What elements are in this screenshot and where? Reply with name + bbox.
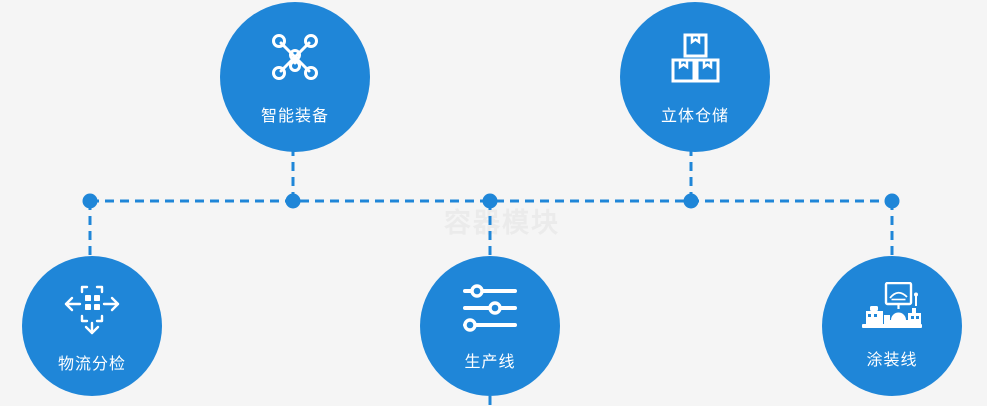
- node-stereoscopic-storage[interactable]: 立体仓储: [620, 2, 770, 152]
- junction-smart[interactable]: [284, 192, 302, 210]
- junction-right[interactable]: [883, 192, 901, 210]
- sliders-icon: [461, 282, 519, 339]
- network-nodes-icon: [267, 30, 323, 91]
- node-production-line[interactable]: 生产线: [420, 256, 560, 396]
- node-smart-equipment[interactable]: 智能装备: [220, 2, 370, 152]
- junction-dot-left: [82, 193, 98, 209]
- junction-dot-right: [884, 193, 900, 209]
- node-label: 物流分检: [57, 356, 126, 373]
- node-label: 立体仓储: [660, 108, 729, 125]
- node-label: 涂装线: [866, 352, 918, 369]
- paint-factory-icon: [860, 281, 924, 337]
- node-coating-line[interactable]: 涂装线: [822, 256, 962, 396]
- node-label: 生产线: [464, 354, 516, 371]
- node-logistics-sorting[interactable]: 物流分检: [22, 256, 162, 396]
- junction-dot-smart: [285, 193, 301, 209]
- junction-storage[interactable]: [682, 192, 700, 210]
- watermark-text: 容器模块: [444, 208, 560, 238]
- junction-dot-storage: [683, 193, 699, 209]
- node-label: 智能装备: [260, 108, 329, 125]
- junction-center[interactable]: [481, 192, 499, 210]
- junction-dot-center: [482, 193, 498, 209]
- sorting-arrows-icon: [63, 282, 121, 341]
- stacked-boxes-icon: [667, 30, 723, 91]
- junction-left[interactable]: [81, 192, 99, 210]
